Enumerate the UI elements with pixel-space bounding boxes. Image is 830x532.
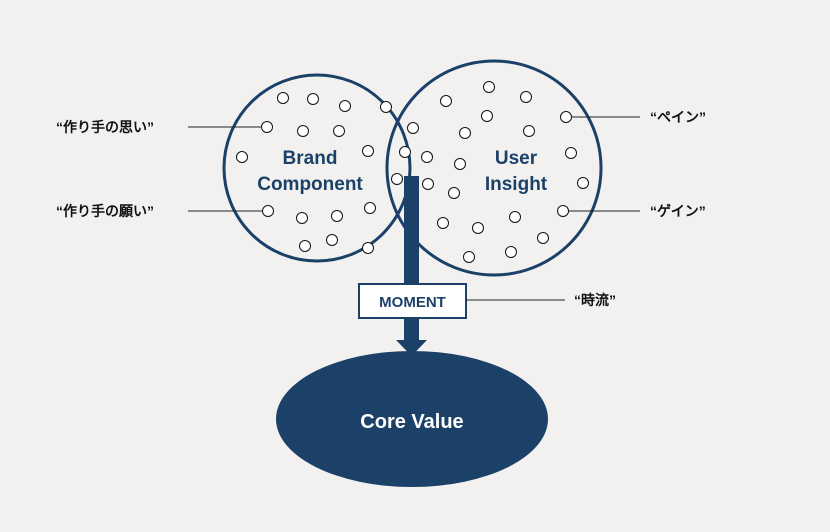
user-insight-circle: [385, 59, 603, 277]
dot-marker-33: [437, 217, 449, 229]
dot-marker-3: [380, 101, 392, 113]
dot-marker-1: [307, 93, 319, 105]
dot-marker-6: [333, 125, 345, 137]
callout-right-top: “ペイン”: [650, 109, 706, 125]
flow-bar-lower: [404, 318, 419, 340]
brand-label-line2: Component: [257, 174, 363, 195]
dot-marker-9: [391, 173, 403, 185]
flow-arrow-head-icon: [396, 340, 427, 356]
dots-group: [236, 81, 589, 263]
dot-marker-28: [454, 158, 466, 170]
dot-marker-10: [262, 205, 274, 217]
core-value-label: Core Value: [360, 411, 463, 433]
dot-marker-23: [520, 91, 532, 103]
dot-marker-11: [296, 212, 308, 224]
flow-bar-upper: [404, 176, 419, 283]
dot-marker-25: [481, 110, 493, 122]
dot-marker-38: [505, 246, 517, 258]
dot-marker-35: [509, 211, 521, 223]
dot-marker-13: [364, 202, 376, 214]
dot-marker-21: [440, 95, 452, 107]
callout-right-bottom: “ゲイン”: [650, 203, 706, 219]
dot-marker-34: [472, 222, 484, 234]
dot-marker-26: [459, 127, 471, 139]
brand-label-line1: Brand: [283, 148, 338, 169]
dot-marker-7: [236, 151, 248, 163]
insight-label-line2: Insight: [485, 174, 548, 195]
dot-marker-29: [565, 147, 577, 159]
callout-left-top: “作り手の思い”: [56, 119, 154, 135]
dot-marker-4: [261, 121, 273, 133]
dot-marker-12: [331, 210, 343, 222]
dot-marker-30: [577, 177, 589, 189]
dot-marker-14: [299, 240, 311, 252]
insight-label-line1: User: [495, 148, 538, 169]
dot-marker-0: [277, 92, 289, 104]
dot-marker-24: [560, 111, 572, 123]
core-value-ellipse: [276, 351, 548, 487]
dot-marker-31: [448, 187, 460, 199]
dot-marker-20: [422, 178, 434, 190]
moment-label: MOMENT: [379, 294, 446, 311]
moment-box: [358, 283, 467, 319]
dot-marker-5: [297, 125, 309, 137]
dot-marker-19: [421, 151, 433, 163]
dot-marker-8: [362, 145, 374, 157]
dot-marker-17: [407, 122, 419, 134]
dot-marker-37: [463, 251, 475, 263]
dot-marker-27: [523, 125, 535, 137]
callout-moment-note: “時流”: [574, 292, 616, 308]
dot-marker-22: [483, 81, 495, 93]
brand-component-circle: [222, 73, 412, 263]
dot-marker-36: [537, 232, 549, 244]
dot-marker-15: [326, 234, 338, 246]
dot-marker-32: [557, 205, 569, 217]
callout-left-bottom: “作り手の願い”: [56, 203, 154, 219]
dot-marker-2: [339, 100, 351, 112]
dot-marker-16: [362, 242, 374, 254]
dot-marker-18: [399, 146, 411, 158]
